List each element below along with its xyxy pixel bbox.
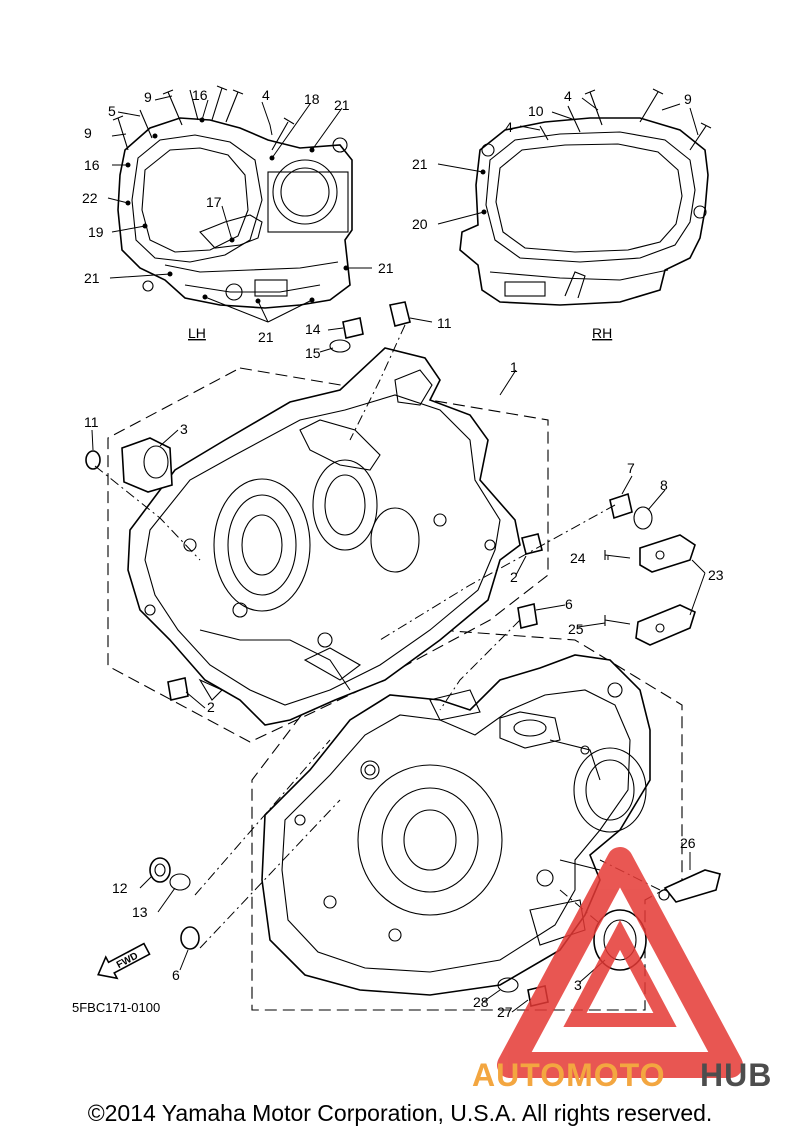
callout: 6 [565, 596, 573, 612]
oil-seal-3-upper [121, 437, 173, 493]
callout: 18 [304, 91, 320, 107]
lh-crankcase-gasket-view [107, 85, 372, 323]
callout: 21 [412, 156, 428, 172]
bracket-23 [635, 534, 696, 646]
callout: 5 [108, 103, 116, 119]
callout: 4 [564, 88, 572, 104]
copyright-notice: ©2014 Yamaha Motor Corporation, U.S.A. A… [87, 1100, 713, 1126]
callout: 21 [84, 270, 100, 286]
callout: 22 [82, 190, 98, 206]
callout: 11 [437, 315, 452, 331]
callout: 20 [412, 216, 428, 232]
watermark-text-automoto: AUTOMOTO [472, 1057, 665, 1093]
rh-crankcase-gasket-view [437, 88, 712, 306]
callout: 4 [505, 119, 513, 135]
callout: 2 [510, 569, 518, 585]
o-ring-15 [329, 339, 351, 353]
dowel-7 [609, 492, 633, 520]
callout: 16 [192, 87, 208, 103]
o-ring-8 [633, 506, 653, 530]
dowel-pin-2-lower [167, 677, 189, 701]
callout: 7 [627, 460, 635, 476]
bracket-26 [658, 869, 721, 903]
callout: 8 [660, 477, 668, 493]
callout: 14 [305, 321, 321, 337]
callout: 4 [262, 87, 270, 103]
callout: 1 [510, 359, 518, 375]
lh-stud-bolts [112, 85, 295, 151]
callout: 17 [206, 194, 222, 210]
callout: 23 [708, 567, 724, 583]
callout: 10 [528, 103, 544, 119]
callout: 16 [84, 157, 100, 173]
callout: 3 [574, 977, 582, 993]
o-ring-28 [497, 977, 519, 993]
fwd-arrow-icon: FWD [97, 942, 151, 980]
lh-label: LH [188, 325, 206, 341]
callout: 25 [568, 621, 584, 637]
callout: 13 [132, 904, 148, 920]
callout: 21 [378, 260, 394, 276]
callout: 27 [497, 1004, 513, 1020]
callout: 21 [258, 329, 274, 345]
screw-24 [604, 550, 631, 560]
callout: 28 [473, 994, 489, 1010]
callout: 11 [84, 414, 99, 430]
callout: 9 [84, 125, 92, 141]
dowel-pin-6-right [517, 603, 538, 629]
callout: 3 [180, 421, 188, 437]
callout: 19 [88, 224, 104, 240]
rh-label: RH [592, 325, 612, 341]
dowel-pin-6-lower [180, 926, 200, 950]
diagram-code: 5FBC171-0100 [72, 1000, 160, 1015]
callout: 9 [144, 89, 152, 105]
dowel-pin-11-left [85, 450, 101, 470]
left-crankcase-body [127, 347, 521, 726]
callout: 12 [112, 880, 128, 896]
callout: 6 [172, 967, 180, 983]
dowel-pin-2-right [521, 533, 543, 555]
dowel-pin-14 [342, 317, 364, 339]
callout: 15 [305, 345, 321, 361]
warning-triangle-logo-icon [497, 847, 743, 1078]
callout: 21 [334, 97, 350, 113]
circlip-13 [169, 873, 191, 891]
callout: 24 [570, 550, 586, 566]
bearing-12 [149, 857, 171, 883]
callout: 2 [207, 699, 215, 715]
screw-25 [604, 615, 631, 626]
callout: 9 [684, 91, 692, 107]
watermark-text-hub: HUB [700, 1057, 772, 1093]
callout: 26 [680, 835, 696, 851]
fwd-label: FWD [115, 951, 140, 971]
right-crankcase-body [261, 654, 651, 996]
callout-numbers: 9 16 4 5 18 21 9 16 22 19 17 21 21 21 4 … [82, 87, 724, 1020]
dowel-pin-11-top [389, 301, 411, 327]
automotohub-watermark: AUTOMOTO HUB [472, 847, 772, 1093]
